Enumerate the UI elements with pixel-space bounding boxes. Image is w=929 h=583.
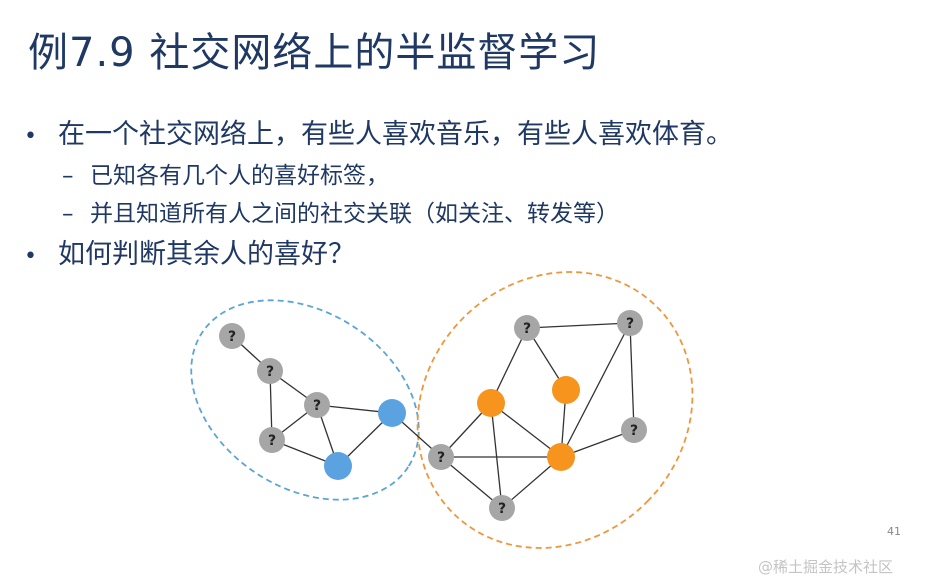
node-R2-unknown bbox=[514, 315, 540, 341]
bullet-marker: • bbox=[24, 124, 37, 149]
group-outlines bbox=[190, 271, 694, 549]
edge-R4-O3 bbox=[560, 322, 631, 458]
sub-bullet-1: – 已知各有几个人的喜好标签， bbox=[24, 156, 914, 194]
edge-O1-R3 bbox=[490, 402, 503, 509]
node-R4-label: ? bbox=[626, 316, 634, 332]
slide-title: 例7.9 社交网络上的半监督学习 bbox=[28, 30, 601, 76]
graph-edges bbox=[231, 322, 635, 509]
node-R5-unknown bbox=[621, 417, 647, 443]
edge-R2-R4 bbox=[526, 322, 631, 329]
bullet-1: • 在一个社交网络上，有些人喜欢音乐，有些人喜欢体育。 bbox=[24, 112, 914, 156]
graph-nodes: ????????? bbox=[219, 310, 647, 521]
node-L4-unknown bbox=[259, 427, 285, 453]
node-L4-label: ? bbox=[268, 433, 276, 449]
node-R3-label: ? bbox=[498, 501, 506, 517]
edge-R4-R5 bbox=[629, 322, 635, 431]
node-R4-unknown bbox=[617, 310, 643, 336]
orange-group-outline bbox=[416, 271, 694, 549]
node-O1-orange bbox=[477, 389, 505, 417]
sub-bullet-2: – 并且知道所有人之间的社交关联（如关注、转发等） bbox=[24, 194, 914, 232]
sub-bullet-marker: – bbox=[62, 163, 74, 189]
node-B1-blue bbox=[378, 399, 406, 427]
node-O3-orange bbox=[547, 443, 575, 471]
node-L2-unknown bbox=[257, 358, 283, 384]
node-R3-unknown bbox=[489, 495, 515, 521]
node-R1-unknown bbox=[428, 444, 454, 470]
node-B2-blue bbox=[324, 452, 352, 480]
node-L1-label: ? bbox=[228, 329, 236, 345]
node-O2-orange bbox=[552, 376, 580, 404]
node-R1-label: ? bbox=[437, 450, 445, 466]
node-L3-label: ? bbox=[313, 398, 321, 414]
sub-bullet-1-text: 已知各有几个人的喜好标签， bbox=[90, 163, 389, 189]
blue-group-outline bbox=[190, 299, 420, 501]
page-number: 41 bbox=[887, 525, 901, 538]
bullet-list: • 在一个社交网络上，有些人喜欢音乐，有些人喜欢体育。 – 已知各有几个人的喜好… bbox=[24, 112, 914, 276]
edge-R1-R3 bbox=[440, 456, 503, 509]
sub-bullet-marker: – bbox=[62, 201, 74, 227]
bullet-2: • 如何判断其余人的喜好？ bbox=[24, 232, 914, 276]
node-R2-label: ? bbox=[523, 321, 531, 337]
bullet-marker: • bbox=[24, 244, 37, 269]
watermark: @稀土掘金技术社区 bbox=[758, 558, 894, 576]
node-R5-label: ? bbox=[630, 423, 638, 439]
sub-bullet-2-text: 并且知道所有人之间的社交关联（如关注、转发等） bbox=[90, 201, 619, 227]
bullet-2-text: 如何判断其余人的喜好？ bbox=[58, 239, 355, 270]
edge-O1-O3 bbox=[490, 402, 562, 458]
bullet-1-text: 在一个社交网络上，有些人喜欢音乐，有些人喜欢体育。 bbox=[58, 119, 733, 150]
node-L3-unknown bbox=[304, 392, 330, 418]
node-L1-unknown bbox=[219, 323, 245, 349]
node-L2-label: ? bbox=[266, 364, 274, 380]
